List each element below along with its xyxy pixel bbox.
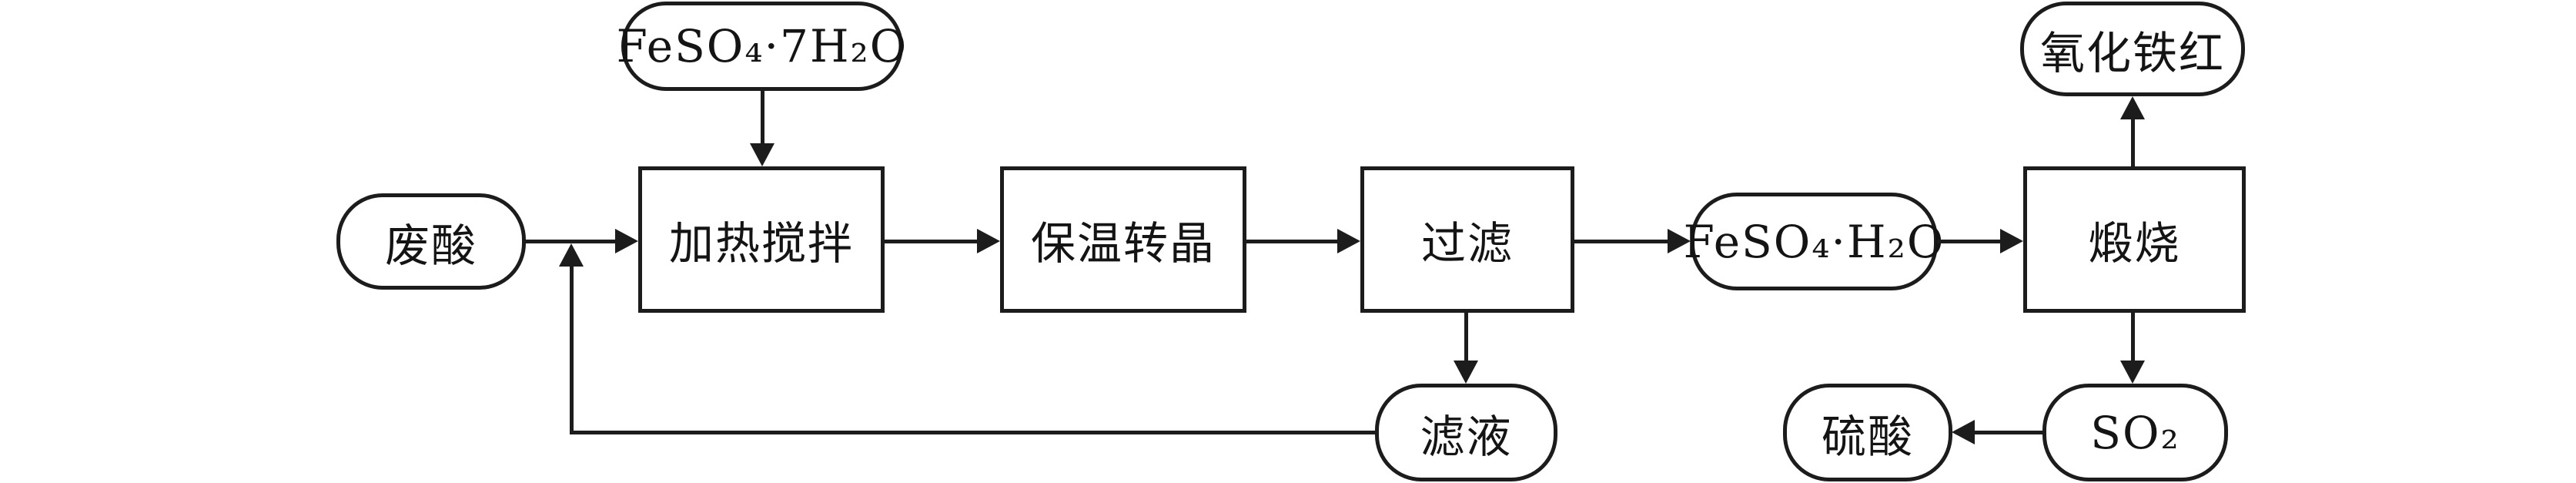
arrow-calcine-to-so2-head-icon <box>2120 361 2145 384</box>
recycle-filtrate-vertical-line <box>570 266 574 434</box>
arrow-feso4-7h2o-to-heat-stir-head-icon <box>750 143 774 166</box>
arrow-hold-transform-to-filter-head-icon <box>1337 229 1360 253</box>
arrow-calcine-to-iron-oxide-red-head-icon <box>2120 96 2145 119</box>
node-feso4-h2o-label: FeSO₄·H₂O <box>1683 215 1945 268</box>
node-waste-acid: 废酸 <box>336 193 526 290</box>
node-heat-stir-label: 加热搅拌 <box>668 217 854 270</box>
arrow-feso4-h2o-to-calcine-head-icon <box>2000 229 2023 253</box>
node-filtrate: 滤液 <box>1375 384 1557 481</box>
arrow-feso4-7h2o-to-heat-stir-line <box>761 89 764 145</box>
node-so2-label: SO₂ <box>2090 406 2180 459</box>
node-iron-oxide-red-label: 氧化铁红 <box>2039 26 2225 79</box>
node-filtrate-label: 滤液 <box>1420 410 1513 463</box>
node-feso4-7h2o: FeSO₄·7H₂O <box>617 2 906 91</box>
recycle-filtrate-horizontal-line <box>570 431 1375 434</box>
arrow-feso4-h2o-to-calcine-line <box>1937 240 2001 243</box>
node-feso4-h2o: FeSO₄·H₂O <box>1684 193 1943 290</box>
arrow-so2-to-sulfuric-acid-line <box>1973 431 2042 434</box>
node-calcine: 煅烧 <box>2023 166 2246 313</box>
recycle-filtrate-head-icon <box>559 243 584 267</box>
arrow-filter-to-feso4-h2o-head-icon <box>1668 229 1691 253</box>
node-hold-transform: 保温转晶 <box>1000 166 1246 313</box>
node-filter: 过滤 <box>1360 166 1574 313</box>
node-feso4-7h2o-label: FeSO₄·7H₂O <box>616 20 908 72</box>
node-so2: SO₂ <box>2042 384 2228 481</box>
node-iron-oxide-red: 氧化铁红 <box>2020 2 2245 96</box>
arrow-filter-to-filtrate-head-icon <box>1454 361 1478 384</box>
arrow-heat-stir-to-hold-transform-head-icon <box>977 229 1000 253</box>
node-heat-stir: 加热搅拌 <box>638 166 885 313</box>
arrow-waste-acid-to-heat-stir-line <box>526 240 616 243</box>
arrow-waste-acid-to-heat-stir-head-icon <box>615 229 638 253</box>
node-calcine-label: 煅烧 <box>2088 217 2181 270</box>
node-filter-label: 过滤 <box>1420 217 1514 270</box>
arrow-filter-to-filtrate-line <box>1464 313 1468 361</box>
arrow-filter-to-feso4-h2o-line <box>1574 240 1668 243</box>
arrow-calcine-to-so2-line <box>2131 313 2135 361</box>
node-waste-acid-label: 废酸 <box>384 219 477 272</box>
arrow-heat-stir-to-hold-transform-line <box>884 240 978 243</box>
node-sulfuric-acid: 硫酸 <box>1783 384 1952 481</box>
node-sulfuric-acid-label: 硫酸 <box>1821 410 1914 463</box>
node-hold-transform-label: 保温转晶 <box>1030 217 1216 270</box>
arrow-hold-transform-to-filter-line <box>1246 240 1338 243</box>
arrow-so2-to-sulfuric-acid-head-icon <box>1952 420 1975 444</box>
arrow-calcine-to-iron-oxide-red-line <box>2131 118 2135 166</box>
